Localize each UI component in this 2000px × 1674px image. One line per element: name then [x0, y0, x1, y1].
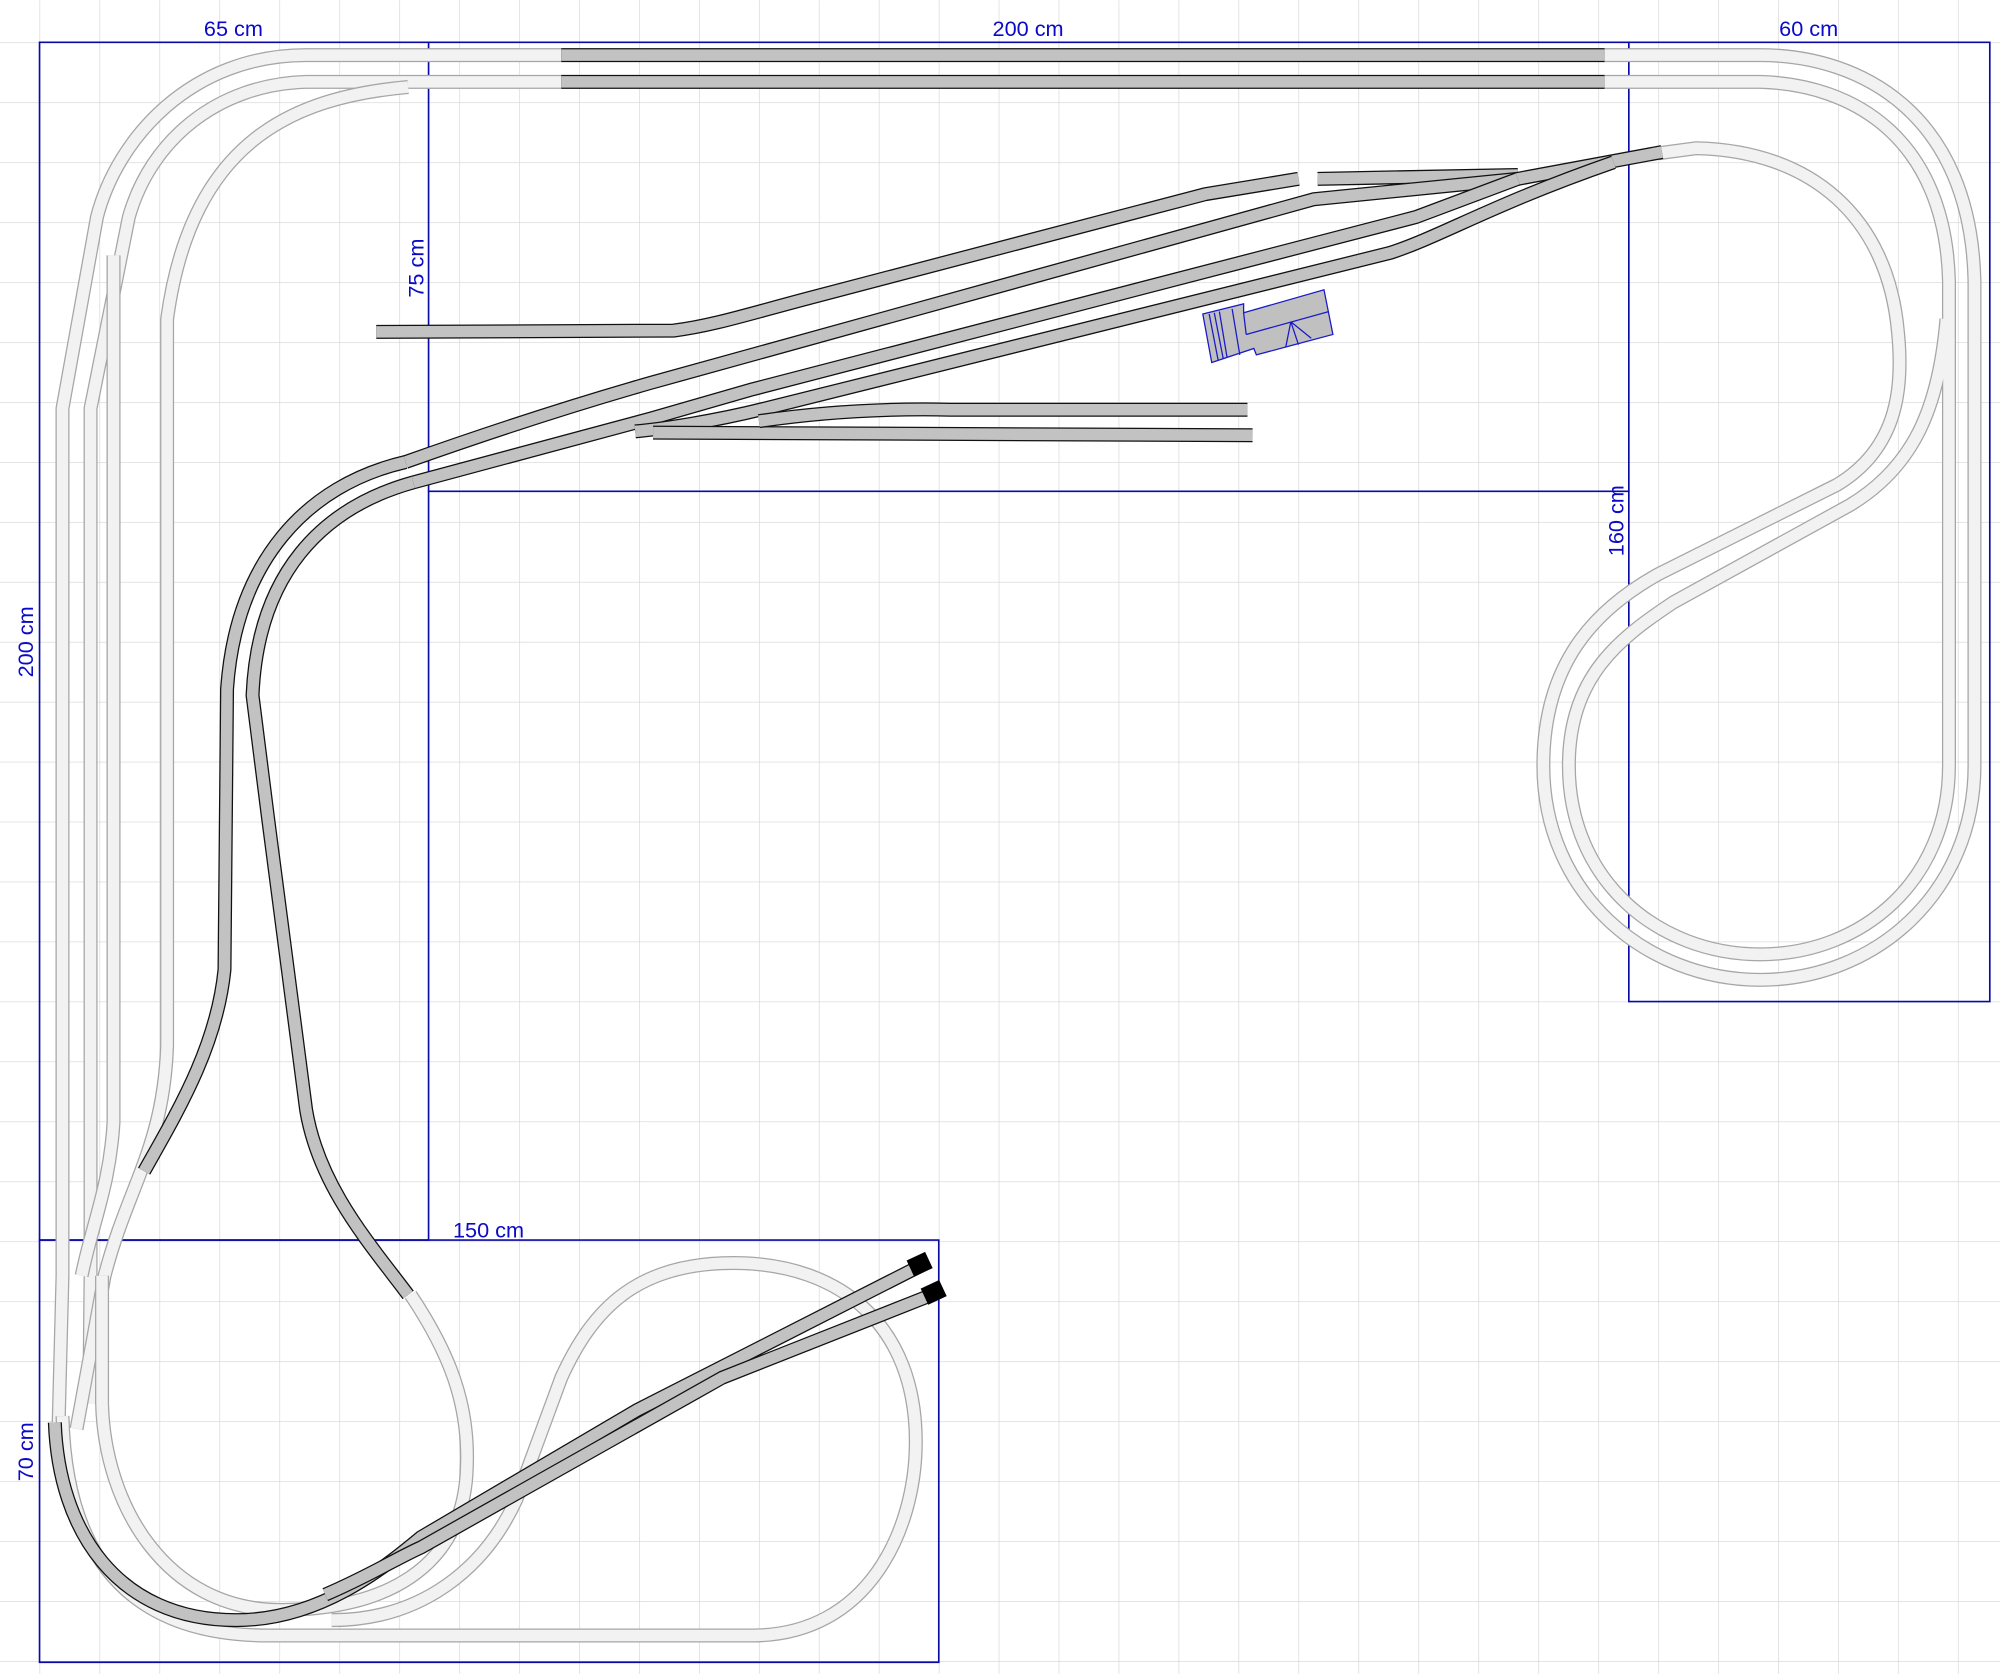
dimension-bottom-width: 150 cm: [453, 1218, 524, 1243]
dimension-left-side: 200 cm: [13, 606, 38, 677]
track-siding-lower-2-fill: [758, 403, 1248, 427]
dimension-labels: 65 cm 200 cm 60 cm 75 cm 200 cm 160 cm 1…: [13, 16, 1838, 1481]
track-left-straight-fill: [76, 255, 120, 1277]
dimension-right-side: 160 cm: [1604, 485, 1629, 556]
track-left-inner-fill: [70, 81, 409, 1430]
track-left-outer-fill: [52, 49, 562, 1423]
dimension-top-middle: 200 cm: [993, 16, 1064, 41]
track-left-descent-1-fill: [139, 456, 407, 1174]
track-bottom-return-loop-fill: [96, 1275, 473, 1616]
dimension-bottom-depth: 70 cm: [13, 1422, 38, 1481]
track-left-descent-2-fill: [246, 476, 415, 1299]
track-station-1-fill: [403, 146, 1664, 468]
buffer-stop-icon: [906, 1251, 933, 1277]
track-station-siding-upper-fill: [376, 173, 1300, 338]
baseboard-outlines: [38, 41, 1991, 1664]
board-bottom: [38, 1239, 940, 1664]
track-bottom-spur-fill: [322, 1288, 938, 1600]
dimension-station-depth: 75 cm: [403, 239, 428, 298]
track-siding-lower-1-fill: [653, 426, 1253, 441]
track-left-middle-fill: [83, 76, 562, 1404]
dimension-top-right: 60 cm: [1779, 16, 1838, 41]
track-right-loop-inner-fill: [1563, 76, 1955, 961]
station-building-icon[interactable]: [1202, 289, 1334, 364]
dimension-top-left: 65 cm: [204, 16, 263, 41]
track-right-loop-outer-fill: [1537, 49, 1981, 986]
main-tracks: [47, 48, 1664, 1628]
track-station-2-fill: [411, 173, 1520, 488]
board-station-divider: [427, 42, 1630, 492]
buffer-stop-icon: [920, 1279, 947, 1305]
hidden-tracks: [51, 48, 1982, 1643]
track-bottom-loop-fill: [56, 1257, 922, 1642]
